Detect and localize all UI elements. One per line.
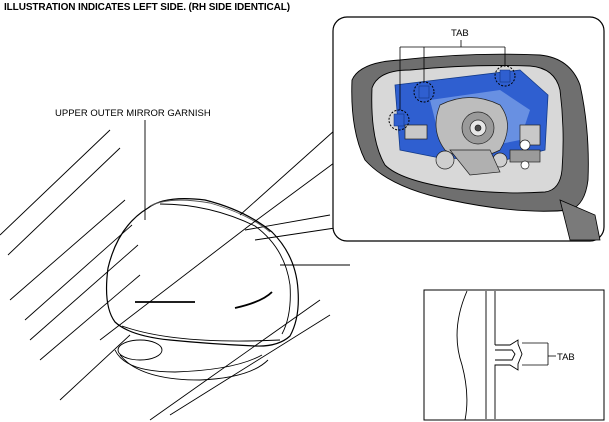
illustration-note: ILLUSTRATION INDICATES LEFT SIDE. (RH SI…: [4, 2, 290, 13]
garnish-label: UPPER OUTER MIRROR GARNISH: [55, 108, 211, 119]
main-mirror-illustration: [0, 129, 350, 421]
tab-label-section: TAB: [557, 352, 575, 363]
tab-section-detail: TAB: [423, 289, 605, 421]
callout-line-lower: [249, 159, 339, 226]
tab-section-leader: [522, 342, 556, 366]
tab-leader-lines: [399, 40, 506, 110]
callout-line-upper: [239, 129, 336, 216]
mirror-detail-callout: TAB: [332, 16, 605, 242]
tab-label-detail-top: TAB: [451, 28, 469, 39]
